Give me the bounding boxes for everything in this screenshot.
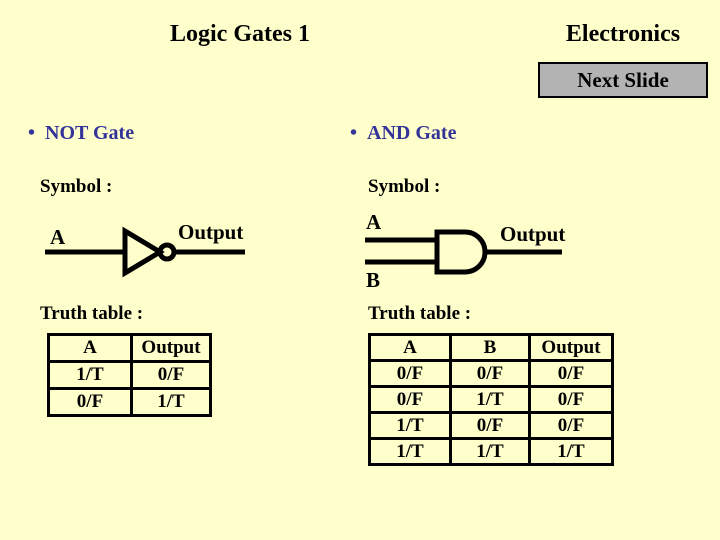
- and-header-b: B: [449, 333, 531, 362]
- page-title: Logic Gates 1: [170, 21, 310, 47]
- and-gate-heading: • AND Gate: [350, 122, 456, 145]
- and-cell-r0c0: 0/F: [368, 359, 452, 388]
- and-input-b-label: B: [366, 268, 380, 292]
- and-cell-r2c2: 0/F: [528, 411, 614, 440]
- not-gate-heading: • NOT Gate: [28, 122, 134, 145]
- not-cell-r1c1: 1/T: [130, 387, 212, 417]
- and-symbol-label: Symbol :: [368, 176, 441, 197]
- next-slide-button[interactable]: Next Slide: [538, 62, 708, 98]
- and-cell-r1c2: 0/F: [528, 385, 614, 414]
- and-truth-table-label: Truth table :: [368, 303, 472, 324]
- table-row: 1/T 0/F 0/F: [368, 411, 614, 440]
- table-header-row: A B Output: [368, 333, 614, 362]
- not-cell-r1c0: 0/F: [47, 387, 133, 417]
- and-cell-r2c0: 1/T: [368, 411, 452, 440]
- and-cell-r2c1: 0/F: [449, 411, 531, 440]
- table-row: 1/T 0/F: [47, 360, 212, 390]
- not-gate-heading-label: NOT Gate: [45, 122, 135, 144]
- not-truth-table: A Output 1/T 0/F 0/F 1/T: [47, 333, 212, 417]
- and-cell-r3c0: 1/T: [368, 437, 452, 466]
- and-cell-r3c1: 1/T: [449, 437, 531, 466]
- table-row: 0/F 1/T: [47, 387, 212, 417]
- and-gate-body: [434, 229, 488, 275]
- table-row: 0/F 0/F 0/F: [368, 359, 614, 388]
- not-header-output: Output: [130, 333, 212, 363]
- not-cell-r0c0: 1/T: [47, 360, 133, 390]
- table-header-row: A Output: [47, 333, 212, 363]
- and-gate-icon: A B Output: [365, 210, 565, 292]
- and-cell-r1c1: 1/T: [449, 385, 531, 414]
- and-truth-table: A B Output 0/F 0/F 0/F 0/F 1/T 0/F 1/T 0…: [368, 333, 614, 466]
- and-input-a-label: A: [366, 210, 382, 234]
- not-header-a: A: [47, 333, 133, 363]
- and-cell-r0c2: 0/F: [528, 359, 614, 388]
- not-triangle: [122, 226, 165, 278]
- table-row: 0/F 1/T 0/F: [368, 385, 614, 414]
- not-symbol-label: Symbol :: [40, 176, 113, 197]
- and-gate-heading-label: AND Gate: [367, 122, 457, 144]
- bullet-icon: •: [28, 122, 36, 144]
- subject-title: Electronics: [565, 21, 681, 47]
- and-cell-r3c2: 1/T: [528, 437, 614, 466]
- table-row: 1/T 1/T 1/T: [368, 437, 614, 466]
- and-cell-r1c0: 0/F: [368, 385, 452, 414]
- not-inversion-bubble: [157, 242, 177, 262]
- bullet-icon: •: [350, 122, 358, 144]
- not-output-label: Output: [178, 220, 243, 244]
- and-cell-r0c1: 0/F: [449, 359, 531, 388]
- not-cell-r0c1: 0/F: [130, 360, 212, 390]
- and-header-a: A: [368, 333, 452, 362]
- not-truth-table-label: Truth table :: [40, 303, 144, 324]
- and-header-output: Output: [528, 333, 614, 362]
- and-output-label: Output: [500, 222, 565, 246]
- not-input-a-label: A: [50, 225, 66, 249]
- not-gate-icon: A Output: [45, 220, 245, 278]
